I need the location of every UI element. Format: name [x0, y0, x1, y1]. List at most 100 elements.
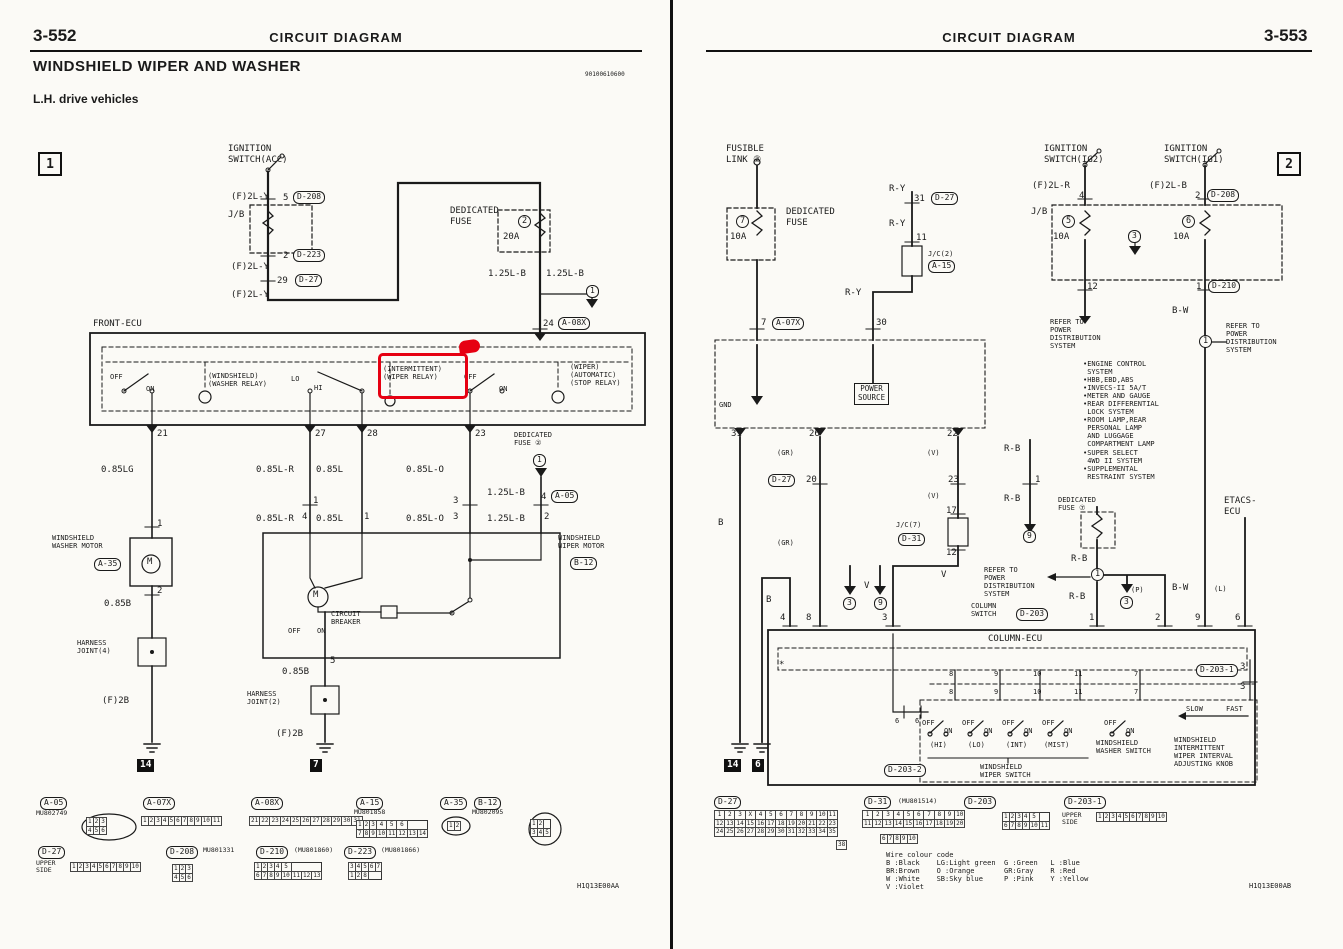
- diagram-label: 14: [137, 759, 155, 772]
- diagram-label: 4: [1079, 191, 1085, 201]
- diagram-label: D-203-1: [1064, 796, 1106, 809]
- header-left: CIRCUIT DIAGRAM: [269, 30, 403, 45]
- diagram-label: 7: [310, 759, 322, 772]
- diagram-label: R-Y: [889, 184, 906, 194]
- diagram-label: 4: [780, 613, 786, 623]
- diagram-label: ON: [984, 727, 993, 735]
- diagram-label: 27: [315, 429, 326, 439]
- diagram-label: (F)2L-Y: [231, 290, 269, 300]
- wire-colour-code: Wire colour code B :Black LG:Light green…: [886, 851, 1089, 892]
- diagram-label: *: [779, 660, 785, 670]
- diagram-label: V: [941, 570, 947, 580]
- diagram-label: (V): [927, 449, 940, 457]
- diagram-label: 14: [724, 759, 742, 772]
- diagram-label: GND: [719, 401, 732, 409]
- diagram-label: A-05: [551, 490, 579, 503]
- page-number-left: 3-552: [33, 26, 77, 45]
- diagram-label: (GR): [777, 449, 794, 457]
- diagram-label: DEDICATED FUSE: [786, 207, 835, 228]
- diagram-label: DEDICATED FUSE ②: [514, 431, 552, 448]
- diagram-label: R-B: [1004, 444, 1021, 454]
- diagram-label: B-12: [570, 557, 598, 570]
- diagram-label: UPPER SIDE: [1062, 811, 1082, 827]
- diagram-label: A-08X: [558, 317, 591, 330]
- diagram-label: CIRCUIT BREAKER: [331, 610, 361, 627]
- diagram-label: 2: [1195, 191, 1201, 201]
- diagram-label: D-31: [898, 533, 926, 546]
- diagram-label: MU801331: [203, 846, 235, 854]
- diagram-label: 9: [994, 688, 999, 696]
- diagram-label: 6: [915, 717, 920, 725]
- diagram-label: 1.25L-B: [546, 269, 584, 279]
- diagram-label: R-Y: [845, 288, 862, 298]
- diagram-label: OFF: [110, 373, 123, 381]
- diagram-label: HARNESS JOINT(4): [77, 639, 111, 656]
- diagram-label: D-203-2: [884, 764, 926, 777]
- diagram-label: 3: [882, 613, 888, 623]
- doc-code: 90100610600: [585, 71, 625, 78]
- diagram-label: ON: [499, 385, 508, 393]
- diagram-label: 3: [1240, 682, 1246, 692]
- diagram-label: REFER TO POWER DISTRIBUTION SYSTEM: [984, 566, 1035, 599]
- page-subtitle: L.H. drive vehicles: [33, 92, 139, 106]
- diagram-label: R-B: [1069, 592, 1086, 602]
- diagram-label: 2: [283, 251, 289, 261]
- diagram-label: 0.85L: [316, 465, 344, 475]
- diagram-label: A-05: [40, 797, 68, 810]
- diagram-label: 24: [543, 319, 554, 329]
- diagram-label: 1.25L-B: [487, 514, 525, 524]
- diagram-label: 4: [302, 512, 308, 522]
- diagram-label: J/C(7): [896, 521, 922, 529]
- diagram-label: 0.85B: [282, 667, 310, 677]
- diagram-label: A-35: [440, 797, 468, 810]
- diagram-label: 0.85L-R: [256, 514, 294, 524]
- diagram-label: 8: [806, 613, 812, 623]
- diagram-label: (F)2B: [276, 729, 304, 739]
- diagram-label: 8: [949, 688, 954, 696]
- connector-pin-grid: 38: [835, 840, 848, 850]
- diagram-label: 2: [1155, 613, 1161, 623]
- diagram-label: 4: [541, 492, 547, 502]
- diagram-label: A-08X: [251, 797, 284, 810]
- diagram-label: 0.85L-O: [406, 465, 444, 475]
- diagram-label: MU802095: [472, 808, 504, 816]
- diagram-label: 1: [1035, 475, 1041, 485]
- diagram-label: OFF: [962, 719, 975, 727]
- diagram-label: 2: [544, 512, 550, 522]
- diagram-label: (LO): [968, 741, 985, 749]
- diagram-label: D-27: [768, 474, 796, 487]
- diagram-label: WINDSHIELD INTERMITTENT WIPER INTERVAL A…: [1174, 736, 1234, 769]
- diagram-label: 1: [157, 519, 163, 529]
- page-number-right: 3-553: [1264, 26, 1308, 45]
- diagram-label: 29: [277, 276, 288, 286]
- diagram-label: 1: [313, 496, 319, 506]
- diagram-label: 1.25L-B: [487, 488, 525, 498]
- diagram-label: LO: [291, 375, 300, 383]
- diagram-label: 3: [1120, 596, 1133, 609]
- diagram-label: 2: [157, 586, 163, 596]
- diagram-label: WINDSHIELD WIPER MOTOR: [558, 534, 605, 551]
- diagram-label: A-07X: [143, 797, 176, 810]
- diagram-label: 7: [1134, 688, 1139, 696]
- diagram-label: D-27: [931, 192, 959, 205]
- diagram-label: 23: [948, 475, 959, 485]
- diagram-label: 1: [364, 512, 370, 522]
- diagram-label: 6: [1235, 613, 1241, 623]
- diagram-label: R-B: [1071, 554, 1088, 564]
- diagram-label: D-210: [256, 846, 289, 859]
- diagram-label: COLUMN SWITCH: [971, 602, 997, 619]
- diagram-label: 0.85LG: [101, 465, 134, 475]
- diagram-label: (MU801514): [898, 797, 938, 805]
- diagram-label: 12: [1087, 282, 1098, 292]
- header-rule-left: [30, 50, 642, 52]
- diagram-label: J/B: [228, 210, 245, 220]
- diagram-label: 1: [1089, 613, 1095, 623]
